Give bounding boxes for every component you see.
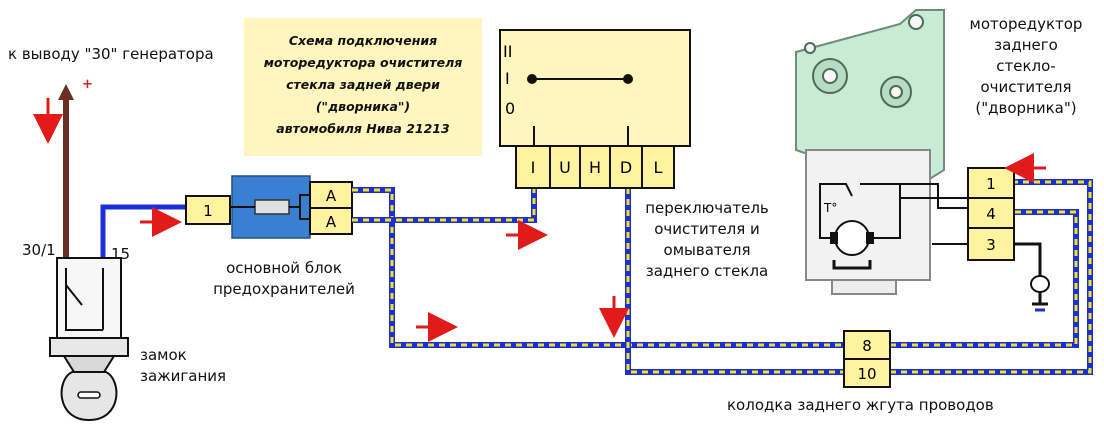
motor-pin-1: 1 <box>986 175 996 193</box>
switch-position-I: I <box>505 69 510 88</box>
terminal-15-label: 15 <box>111 245 131 263</box>
fuse-block <box>185 175 353 239</box>
ground-symbol <box>1014 242 1050 312</box>
switch-label: переключатель очистителя и омывателя зад… <box>645 199 769 280</box>
switch-pin-I: I <box>531 158 536 177</box>
generator-terminal-label: к выводу "30" генератора <box>8 45 214 63</box>
harness-pin-10: 10 <box>857 365 876 383</box>
generator-wire <box>58 84 74 258</box>
motor-pin-4: 4 <box>986 205 996 223</box>
plus-sign: + <box>82 77 93 92</box>
switch-to-harness-wire <box>625 188 844 375</box>
diagram-title: Схема подключения моторедуктора очистите… <box>263 33 463 136</box>
fuse-block-label: основной блок предохранителей <box>213 259 355 298</box>
ignition-switch-label: замок зажигания <box>140 346 227 385</box>
thermo-switch-label: T° <box>823 201 837 215</box>
switch-position-0: 0 <box>505 99 515 118</box>
current-arrows <box>33 98 1046 342</box>
switch-pin-L: L <box>654 158 663 177</box>
fuse-to-harness-wire <box>352 187 844 348</box>
motor-connector <box>967 167 1015 261</box>
terminal-30-1-label: 30/1 <box>22 241 56 259</box>
switch-position-II: II <box>503 42 512 61</box>
switch-pin-H: H <box>589 158 601 177</box>
harness-connector <box>843 330 891 388</box>
diagram-title-box <box>244 18 482 156</box>
harness-to-motor-wire-10 <box>890 179 1093 375</box>
fuse-number: 1 <box>203 202 213 220</box>
harness-pin-8: 8 <box>862 337 872 355</box>
motor-reducer <box>795 9 968 295</box>
switch-pin-D: D <box>620 158 632 177</box>
motor-reducer-label: моторедуктор заднего стекло- очистителя … <box>969 15 1083 117</box>
wiper-switch <box>499 29 691 189</box>
switch-pin-U: U <box>559 158 571 177</box>
fuse-contact-top: A <box>326 187 337 205</box>
rear-harness-connector-label: колодка заднего жгута проводов <box>727 396 994 414</box>
fuse-contact-bottom: A <box>326 213 337 231</box>
ignition-switch <box>49 257 129 422</box>
harness-to-motor-wire-8 <box>890 209 1079 348</box>
motor-pin-3: 3 <box>986 236 996 254</box>
